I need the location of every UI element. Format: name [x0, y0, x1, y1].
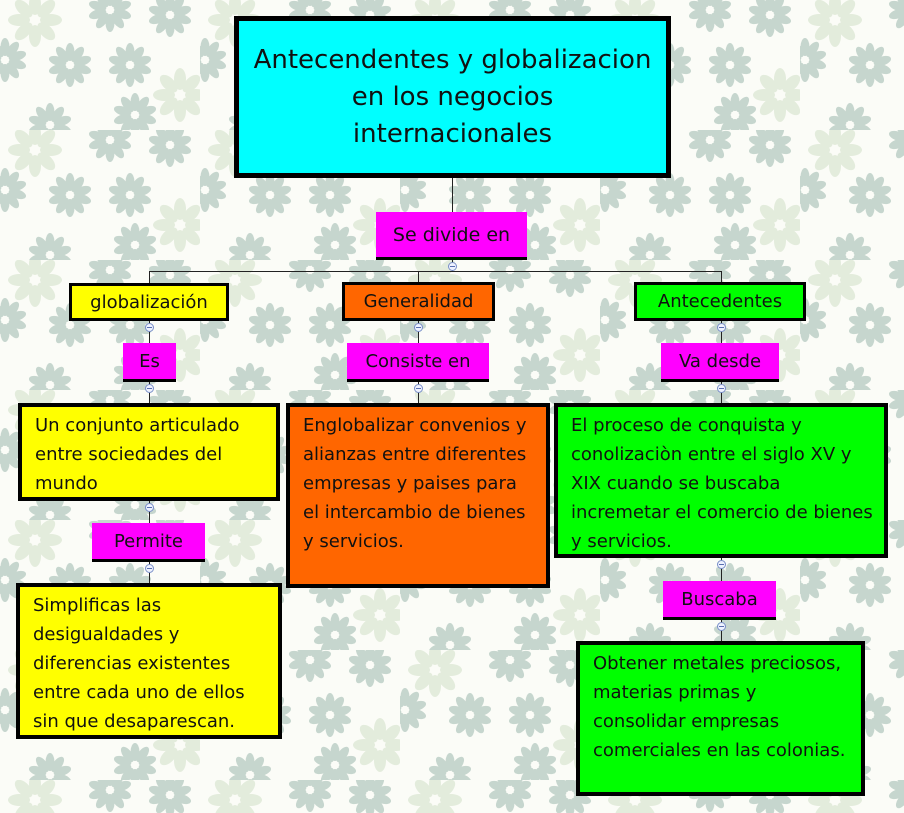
link-label-va-desde[interactable]: Va desde	[661, 343, 779, 382]
link-label-es[interactable]: Es	[123, 343, 176, 382]
content-box-obtener-metales[interactable]: Obtener metales preciosos, materias prim…	[576, 641, 865, 796]
link-label-text: Va desde	[678, 350, 762, 372]
link-label-consiste-en[interactable]: Consiste en	[347, 343, 489, 382]
link-label-text: Permite	[113, 530, 184, 552]
content-text: Obtener metales preciosos, materias prim…	[593, 653, 846, 761]
collapse-toggle-icon[interactable]	[717, 384, 726, 393]
content-text: El proceso de conquista y conolizaciòn e…	[571, 415, 873, 552]
link-label-text: Consiste en	[365, 350, 471, 372]
connector-b3-c	[721, 557, 722, 581]
collapse-toggle-icon[interactable]	[145, 323, 154, 332]
link-label-text: Buscaba	[681, 588, 758, 610]
connector-root	[452, 178, 453, 212]
collapse-toggle-icon[interactable]	[717, 560, 726, 569]
topic-text: Antecedentes	[657, 291, 783, 312]
topic-text: globalización	[90, 291, 208, 313]
collapse-toggle-icon[interactable]	[145, 564, 154, 573]
content-box-simplificas[interactable]: Simplificas las desigualdades y diferenc…	[16, 583, 282, 739]
link-label-permite[interactable]: Permite	[92, 523, 205, 562]
content-text: Un conjunto articulado entre sociedades …	[35, 415, 240, 494]
content-box-proceso-conquista[interactable]: El proceso de conquista y conolizaciòn e…	[554, 403, 888, 558]
collapse-toggle-icon[interactable]	[414, 384, 423, 393]
topic-text: Generalidad	[363, 291, 474, 312]
link-label-text: Es	[139, 350, 160, 372]
collapse-toggle-icon[interactable]	[145, 503, 154, 512]
collapse-toggle-icon[interactable]	[717, 323, 726, 332]
topic-globalizacion[interactable]: globalización	[69, 283, 229, 321]
collapse-toggle-icon[interactable]	[414, 323, 423, 332]
topic-generalidad[interactable]: Generalidad	[342, 282, 495, 321]
collapse-toggle-icon[interactable]	[145, 384, 154, 393]
content-text: Simplificas las desigualdades y diferenc…	[33, 595, 245, 732]
content-box-conjunto-articulado[interactable]: Un conjunto articulado entre sociedades …	[18, 403, 280, 501]
connector-branch-3	[721, 271, 722, 283]
collapse-toggle-icon[interactable]	[448, 262, 457, 271]
central-topic-text: Antecendentes y globalizacion en los neg…	[253, 44, 652, 149]
collapse-toggle-icon[interactable]	[717, 622, 726, 631]
connector-horizontal	[149, 271, 722, 272]
topic-antecedentes[interactable]: Antecedentes	[634, 282, 806, 321]
content-box-englobalizar[interactable]: Englobalizar convenios y alianzas entre …	[286, 403, 550, 588]
content-text: Englobalizar convenios y alianzas entre …	[303, 415, 527, 552]
connector-branch-2	[418, 271, 419, 283]
connector-branch-1	[149, 271, 150, 283]
link-label-buscaba[interactable]: Buscaba	[663, 581, 776, 620]
central-topic[interactable]: Antecendentes y globalizacion en los neg…	[234, 16, 671, 178]
link-label-text: Se divide en	[392, 223, 511, 246]
link-label-se-divide-en[interactable]: Se divide en	[376, 212, 527, 260]
